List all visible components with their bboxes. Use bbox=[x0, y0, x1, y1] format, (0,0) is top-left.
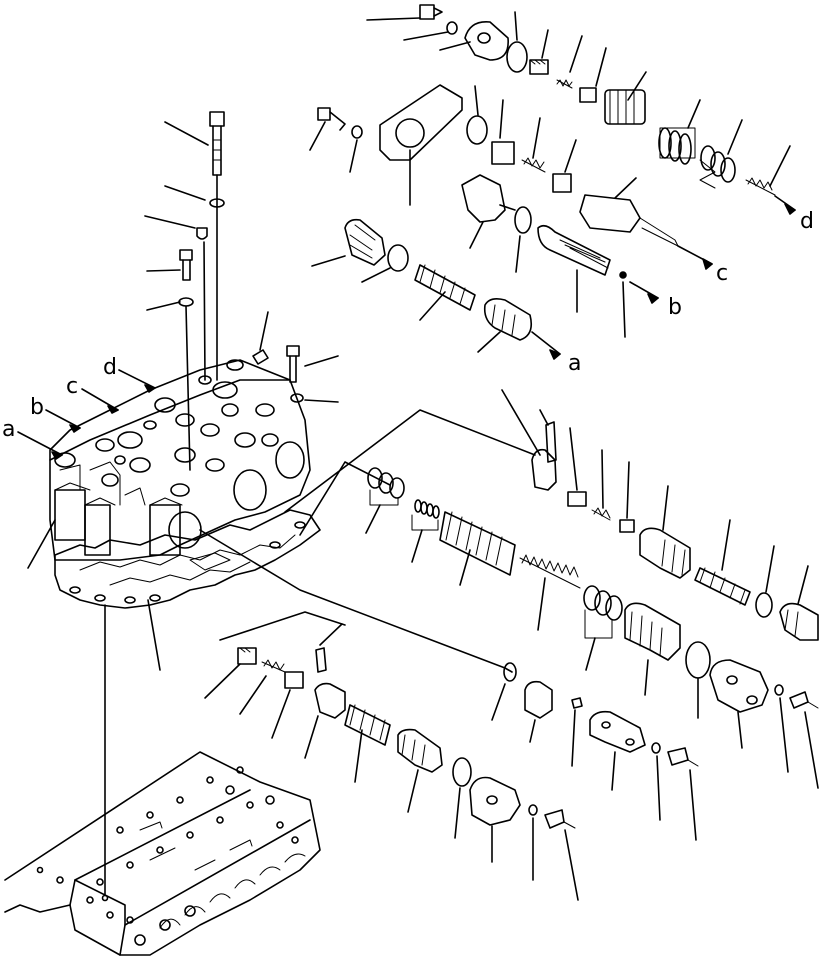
label-c-arrow: c bbox=[716, 261, 728, 286]
label-c-block: c bbox=[66, 374, 78, 399]
label-a-block: a bbox=[2, 417, 15, 442]
label-a-arrow: a bbox=[568, 351, 581, 376]
upper-left-fasteners bbox=[27, 111, 339, 896]
valve-body bbox=[49, 359, 321, 609]
spool-group-middle bbox=[365, 467, 819, 789]
spool-group-a bbox=[311, 218, 561, 360]
label-d-arrow: d bbox=[800, 209, 814, 234]
spool-group-d bbox=[366, 4, 796, 215]
spool-group-lower bbox=[199, 529, 699, 901]
transmission-case bbox=[4, 751, 321, 956]
spool-group-b bbox=[284, 389, 819, 641]
label-b-block: b bbox=[30, 395, 44, 420]
callout-letters: a b c d d c b a bbox=[2, 209, 814, 460]
label-d-block: d bbox=[103, 355, 117, 380]
label-b-arrow: b bbox=[668, 295, 682, 320]
spool-group-c bbox=[309, 84, 713, 338]
